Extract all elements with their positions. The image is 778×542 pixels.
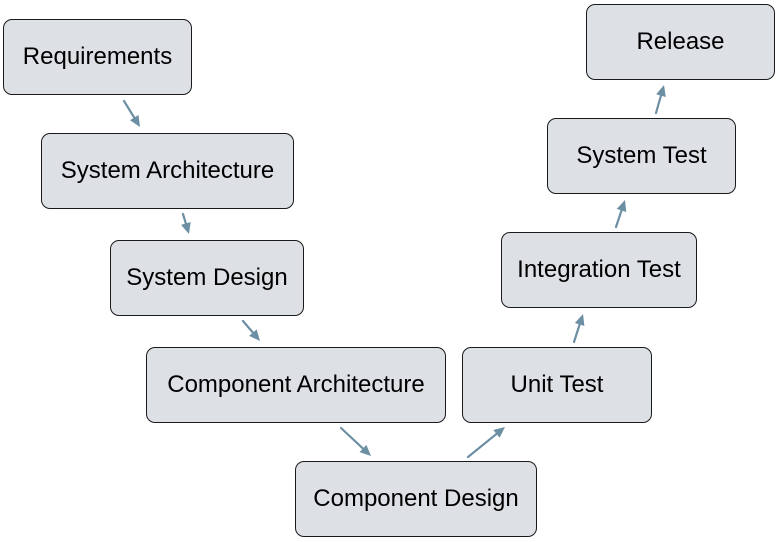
edge-comarc-comdes: [339, 426, 371, 456]
node-release: Release: [586, 4, 775, 80]
arrow-shaft: [466, 432, 499, 459]
edge-integ-systst: [614, 200, 627, 229]
node-component-design: Component Design: [295, 461, 537, 537]
arrow-head: [359, 444, 371, 456]
node-component-architecture: Component Architecture: [146, 347, 446, 423]
node-system-design: System Design: [110, 240, 304, 316]
node-unit-test: Unit Test: [462, 347, 652, 423]
arrow-shaft: [241, 319, 255, 335]
arrow-shaft: [339, 426, 365, 451]
arrow-head: [181, 222, 191, 234]
arrow-shaft: [654, 93, 663, 115]
edge-comdes-unit: [466, 427, 505, 459]
edge-req-sysarc: [122, 99, 140, 127]
arrow-head: [656, 85, 666, 97]
arrow-shaft: [572, 322, 582, 344]
edge-unit-integ: [572, 314, 585, 344]
arrow-head: [129, 115, 140, 127]
arrow-head: [249, 329, 260, 341]
arrow-shaft: [122, 99, 136, 120]
node-system-architecture: System Architecture: [41, 133, 294, 209]
node-requirements: Requirements: [3, 19, 192, 95]
arrow-shaft: [614, 208, 623, 229]
arrow-head: [574, 314, 585, 327]
arrow-head: [493, 427, 505, 438]
edge-sysdes-comarc: [241, 319, 260, 341]
node-system-test: System Test: [547, 118, 736, 194]
edge-systst-rel: [654, 85, 666, 115]
arrow-head: [616, 200, 627, 213]
node-integration-test: Integration Test: [501, 232, 697, 308]
edge-sysarc-sysdes: [181, 212, 191, 234]
arrow-shaft: [181, 212, 188, 226]
